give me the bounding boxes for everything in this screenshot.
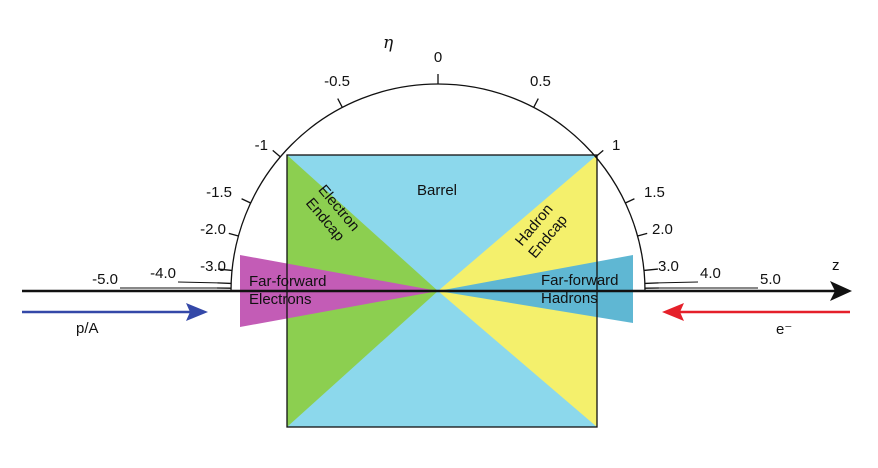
pA-beam-label: p/A <box>76 320 99 337</box>
eta-tick <box>637 232 648 237</box>
far-forward-hadrons-label-line1: Far-forward <box>541 272 619 289</box>
eta-tick <box>643 268 658 272</box>
eta-tick-leader <box>177 281 218 284</box>
barrel-label: Barrel <box>417 182 457 199</box>
eta-symbol: η <box>383 33 394 53</box>
electron-beam-label: e⁻ <box>776 321 792 338</box>
electron-beam-arrowhead <box>662 303 684 321</box>
far-forward-electrons-label-line1: Far-forward <box>249 273 327 290</box>
eta-tick-label: -1 <box>255 137 268 154</box>
eta-tick-label: 1 <box>612 137 620 154</box>
electron-endcap-region <box>287 155 438 291</box>
eta-tick <box>595 149 604 158</box>
eta-tick-leader <box>658 281 699 284</box>
z-axis-arrowhead <box>830 281 852 301</box>
far-forward-hadrons-region <box>438 255 633 323</box>
eta-tick <box>337 98 343 108</box>
eta-tick-label: -4.0 <box>150 265 176 282</box>
eta-tick-labels: 0 -0.5 0.5 -1 1 -1.5 1.5 -2.0 2.0 -3.0 3.0 -4.0 4.0 -… <box>92 49 781 288</box>
hadron-endcap-region <box>438 155 597 291</box>
eta-tick-label: 3.0 <box>658 258 679 275</box>
eta-tick <box>218 268 233 272</box>
eta-tick-label: 0.5 <box>530 73 551 90</box>
eta-tick <box>241 198 251 204</box>
eta-tick-label: -0.5 <box>324 73 350 90</box>
eta-tick <box>644 282 659 285</box>
z-axis-label: z <box>832 257 840 274</box>
eta-tick-marks <box>119 74 759 289</box>
far-forward-hadrons-label-line2: Hadrons <box>541 290 598 307</box>
electron-endcap-region-lower <box>287 291 438 427</box>
eta-tick-label: -5.0 <box>92 271 118 288</box>
far-forward-electrons-label-line2: Electrons <box>249 291 312 308</box>
eta-tick <box>625 198 635 204</box>
eta-tick <box>228 232 239 237</box>
eta-tick-label: 1.5 <box>644 184 665 201</box>
eta-tick-label: 0 <box>434 49 442 66</box>
eta-tick-label: 5.0 <box>760 271 781 288</box>
eta-tick-label: -2.0 <box>200 221 226 238</box>
eta-tick-label: 2.0 <box>652 221 673 238</box>
eta-tick <box>533 98 539 108</box>
eta-tick <box>272 149 281 158</box>
eta-arc <box>230 83 646 292</box>
eta-tick-label: -1.5 <box>206 184 232 201</box>
eta-tick <box>217 282 232 285</box>
pA-beam-arrowhead <box>186 303 208 321</box>
hadron-endcap-region-lower <box>438 291 597 427</box>
eta-tick-label: 4.0 <box>700 265 721 282</box>
eta-tick-label: -3.0 <box>200 258 226 275</box>
